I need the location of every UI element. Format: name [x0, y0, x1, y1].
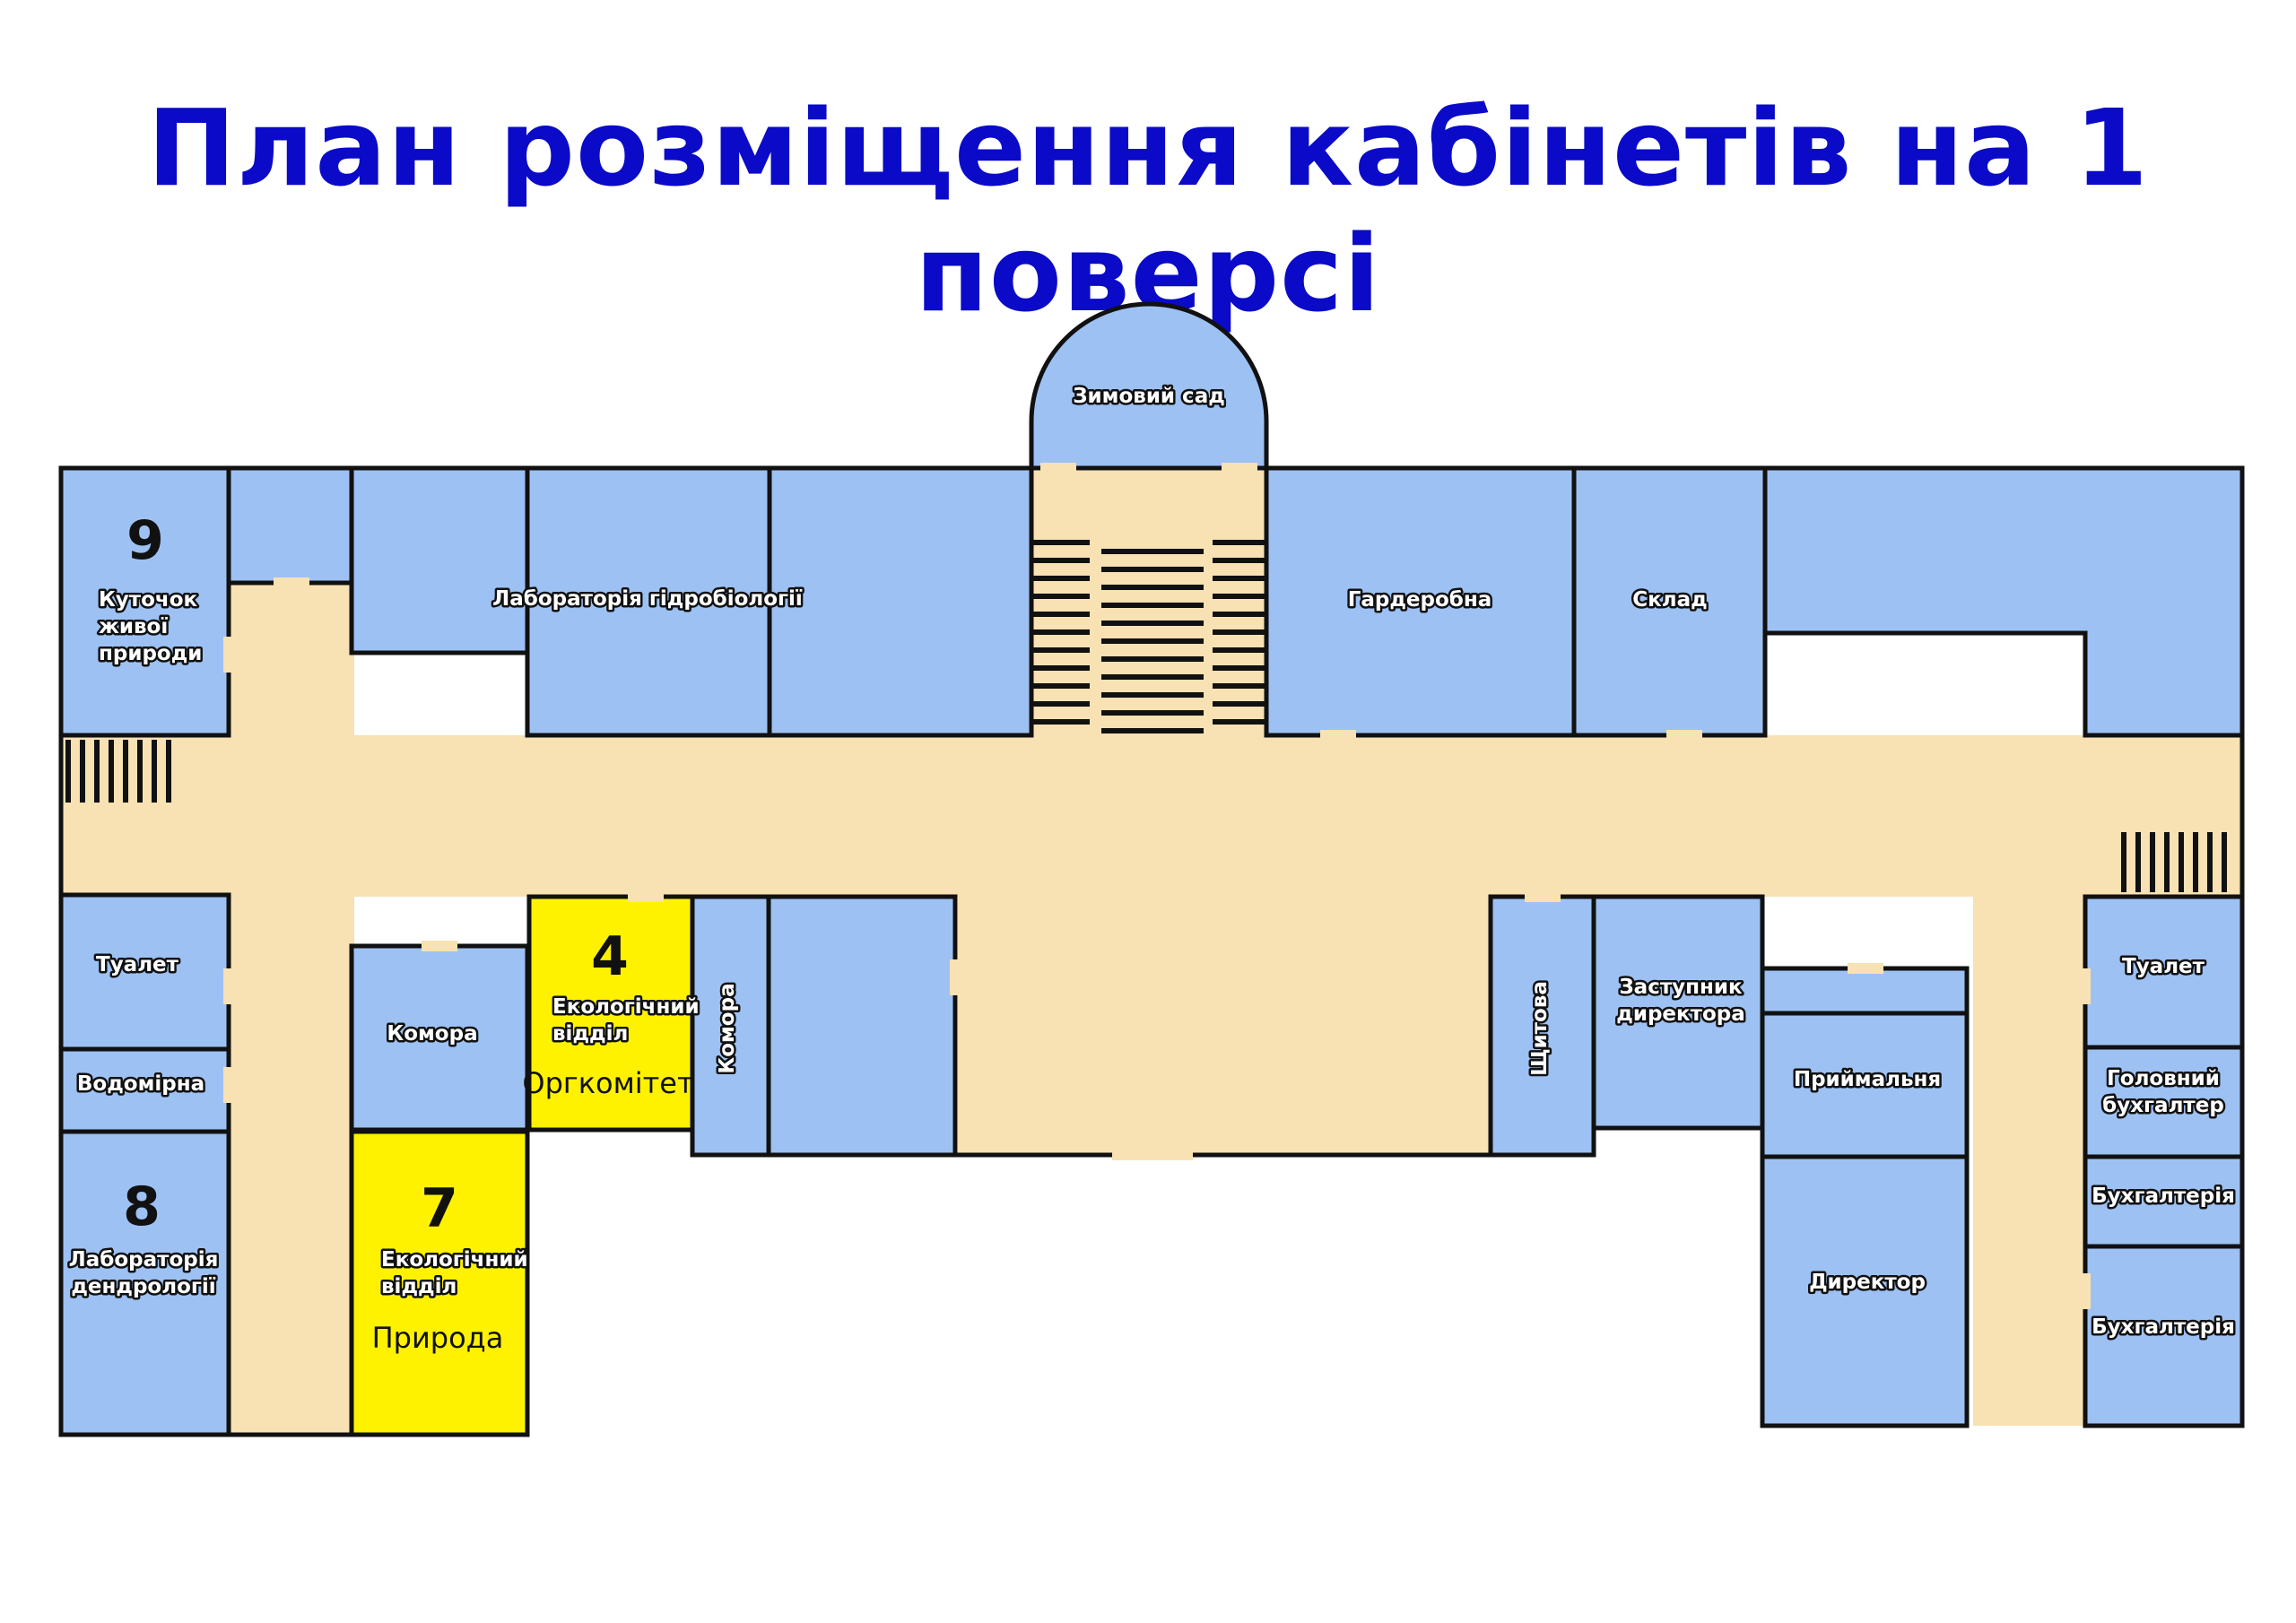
label-pantry_v-line0: Комора: [716, 983, 739, 1073]
label-r8-line1: дендрології: [71, 1275, 215, 1298]
label-acc2-line0: Бухгалтерія: [2092, 1315, 2235, 1339]
label-r9-line1: живої: [99, 615, 168, 638]
label-storage-line0: Склад: [1632, 588, 1707, 612]
label-hydro-line0: Лабораторія гідробіології: [492, 587, 803, 611]
page-title: План розміщення кабінетів на 1 поверсі: [147, 86, 2149, 335]
corridors: [61, 468, 2242, 1435]
room-9[interactable]: [58, 465, 231, 738]
label-water-line0: Водомірна: [77, 1072, 204, 1096]
label-r8-number: 8: [123, 1176, 161, 1238]
room-hydrobiology[interactable]: [525, 465, 772, 738]
label-r7-note: Природа: [372, 1321, 504, 1355]
corridor-east: [1973, 888, 2090, 1426]
room-reception[interactable]: [1760, 966, 1970, 1159]
label-acc1-line0: Бухгалтерія: [2092, 1185, 2235, 1208]
room-deputy[interactable]: [1591, 894, 1765, 1131]
corridor-west: [229, 583, 354, 1435]
label-toilet_r-line0: Туалет: [2122, 955, 2205, 978]
room-7[interactable]: [349, 1129, 530, 1437]
room-nw-office[interactable]: [349, 465, 530, 655]
label-wardrobe-line0: Гардеробна: [1348, 588, 1492, 612]
label-r9-number: 9: [126, 509, 164, 572]
label-toilet_l-line0: Туалет: [96, 953, 179, 976]
label-r4-line0: Екологічний: [552, 995, 700, 1019]
room-director[interactable]: [1760, 1154, 1970, 1428]
label-r4-note: Оргкомітет: [522, 1066, 693, 1100]
room-wardrobe[interactable]: [1264, 465, 1577, 738]
label-reception-line0: Приймальня: [1794, 1068, 1941, 1091]
corridor-center: [958, 888, 1496, 1157]
label-winter-line0: Зимовий сад: [1073, 385, 1225, 408]
label-chief_acc-line0: Головний: [2107, 1067, 2220, 1090]
rooms: [58, 301, 2245, 1437]
room-vestibule-nw[interactable]: [226, 465, 354, 586]
label-pantry_l-line0: Комора: [387, 1022, 477, 1046]
room-north-center[interactable]: [767, 465, 1034, 738]
label-r7-number: 7: [421, 1177, 458, 1240]
room-4[interactable]: [526, 894, 695, 1133]
label-r4-line1: відділ: [552, 1022, 628, 1046]
label-r7-line1: відділ: [381, 1275, 457, 1298]
room-south-center[interactable]: [766, 894, 958, 1158]
label-chief_acc-line1: бухгалтер: [2102, 1094, 2224, 1117]
label-r7-line0: Екологічний: [381, 1248, 528, 1271]
doors: [223, 463, 2091, 1309]
label-r8-line0: Лабораторія: [69, 1248, 219, 1271]
label-r4-number: 4: [591, 925, 629, 988]
stairs: [65, 540, 2227, 892]
label-deputy-line1: директора: [1616, 1002, 1744, 1026]
label-r9-line0: Куточок: [99, 588, 198, 612]
label-deputy-line0: Заступник: [1619, 976, 1743, 999]
label-switch-line0: Щитова: [1528, 981, 1552, 1076]
corridor-main: [61, 735, 2242, 897]
room-8[interactable]: [58, 1129, 231, 1437]
label-director-line0: Директор: [1809, 1271, 1926, 1294]
room-ne[interactable]: [1762, 465, 2245, 738]
room-winter-garden[interactable]: [1029, 301, 1269, 471]
label-r9-line2: природи: [99, 642, 202, 665]
